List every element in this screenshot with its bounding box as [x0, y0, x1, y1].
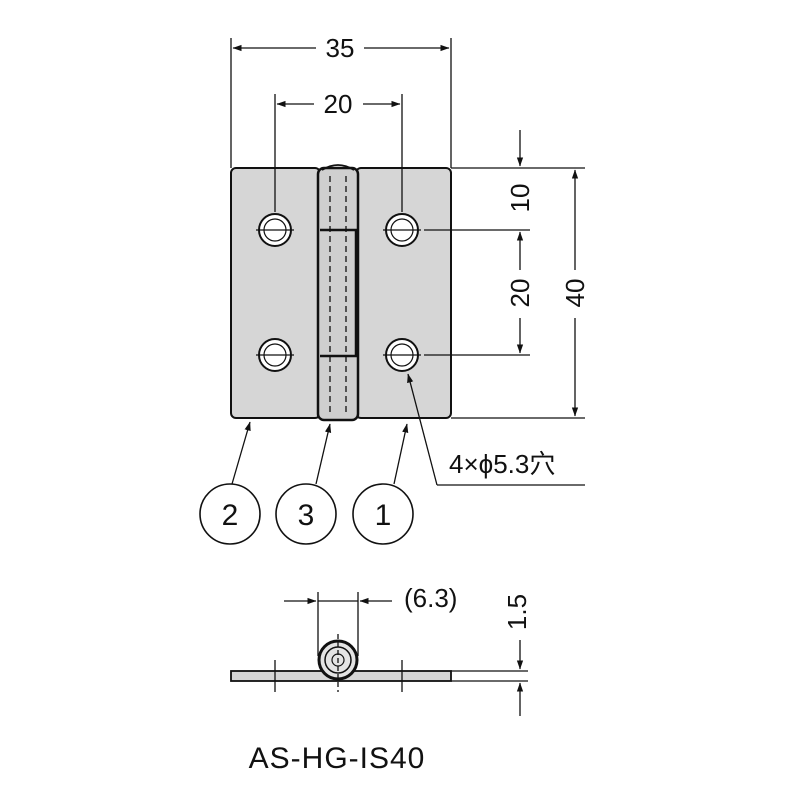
knuckle-barrel — [316, 166, 360, 422]
knuckle-diameter-label: (6.3) — [404, 583, 457, 613]
knuckle-cap-top — [321, 164, 355, 171]
side-view: (6.3) 1.5 — [230, 583, 532, 716]
dimension-hole-pitch-horizontal: 20 — [274, 89, 403, 212]
callout-leaf-right: 1 — [352, 423, 414, 545]
callout-2-label: 2 — [222, 499, 239, 532]
knuckle-joint — [320, 228, 358, 358]
front-view — [230, 164, 452, 422]
plate-thickness-label: 1.5 — [502, 594, 532, 630]
dimension-vertical-group: 10 20 40 — [424, 130, 590, 419]
dimension-width-total: 35 — [230, 33, 452, 168]
callout-3-label: 3 — [298, 499, 315, 532]
dimension-10-label: 10 — [505, 184, 535, 213]
dimension-35-label: 35 — [326, 33, 355, 63]
hole-spec-leader: 4×ϕ5.3穴 — [407, 373, 585, 486]
dimension-20-horizontal-label: 20 — [324, 89, 353, 119]
callout-leaf-left: 2 — [199, 421, 261, 545]
right-leaf — [355, 167, 452, 419]
model-code: AS-HG-IS40 — [249, 742, 426, 775]
hole-bottom-left — [256, 338, 294, 372]
callout-1-label: 1 — [375, 499, 392, 532]
hole-spec-label: 4×ϕ5.3穴 — [449, 449, 555, 479]
hole-top-right — [383, 213, 421, 247]
hole-bottom-right — [383, 338, 421, 372]
callout-pin: 3 — [275, 423, 337, 545]
dimension-20-vertical-label: 20 — [505, 279, 535, 308]
hole-top-left — [256, 213, 294, 247]
dimension-40-label: 40 — [560, 279, 590, 308]
